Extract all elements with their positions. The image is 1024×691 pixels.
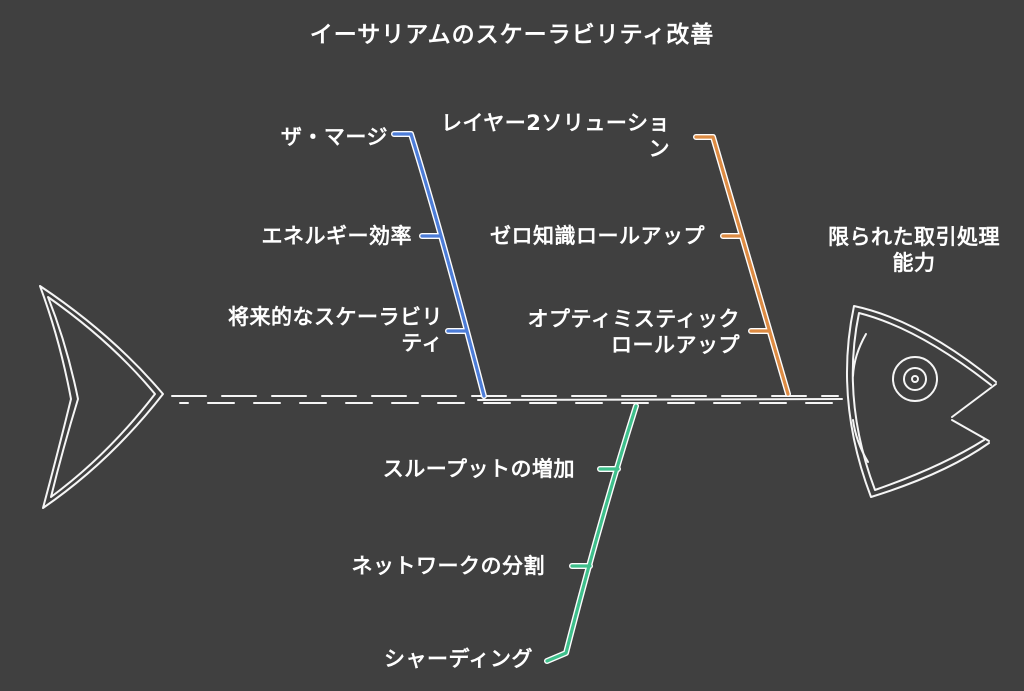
cause-label-energy-efficiency: エネルギー効率: [261, 224, 412, 248]
fish-eye-outer: [892, 356, 938, 402]
category-label-layer2: レイヤー2ソリューショ ン: [440, 110, 670, 162]
cause-label-zk-rollups: ゼロ知識ロールアップ: [490, 224, 705, 248]
problem-label-line1: 限られた取引処理: [828, 225, 1000, 249]
branch-layer2-line: [694, 135, 790, 396]
fish-mouth-upper-icon: [951, 383, 997, 418]
cause-label-network-partition: ネットワークの分割: [351, 554, 545, 578]
spine-line-3: [477, 398, 843, 401]
fish-mouth-lower-icon: [951, 419, 990, 442]
cause-label-future-scalability-line2: ティ: [401, 331, 443, 355]
cause-label-optimistic-rollups-line2: ロールアップ: [611, 333, 740, 357]
category-label-sharding: シャーディング: [383, 647, 533, 671]
fish-eye-mid: [903, 367, 927, 391]
branch-sharding-line: [545, 404, 638, 663]
fish-head-outline: [846, 305, 997, 498]
branch-merge: [391, 131, 487, 399]
category-label-layer2-line1: レイヤー2ソリューショ: [440, 111, 670, 135]
branch-merge-underlay: [391, 131, 487, 399]
fish-head-inner-outline: [851, 312, 992, 491]
fish-spine: [171, 395, 843, 404]
fish-tail-inner-outline: [47, 296, 156, 498]
category-label-merge: ザ・マージ: [280, 125, 388, 149]
fish-eye-dot: [911, 375, 919, 383]
fish-tail-outline: [39, 285, 164, 509]
cause-label-throughput-increase: スループットの増加: [382, 457, 575, 481]
branch-sharding: [544, 403, 639, 664]
branch-merge-line: [392, 132, 486, 398]
diagram-title: イーサリアムのスケーラビリティ改善: [309, 22, 715, 48]
cause-label-future-scalability: 将来的なスケーラビリ ティ: [196, 304, 443, 356]
problem-label-line2: 能力: [892, 251, 936, 275]
cause-label-future-scalability-line1: 将来的なスケーラビリ: [228, 305, 443, 329]
branch-layer2: [693, 134, 791, 397]
fish-gill-lower: [852, 419, 869, 463]
fish-gill-upper: [852, 333, 867, 377]
cause-label-optimistic-rollups: オプティミスティック ロールアップ: [500, 306, 740, 358]
fish-head: [846, 305, 997, 498]
category-label-layer2-line2: ン: [648, 137, 670, 161]
fish-tail: [39, 285, 164, 509]
cause-label-optimistic-rollups-line1: オプティミスティック: [527, 307, 740, 331]
problem-label: 限られた取引処理 能力: [810, 224, 1018, 276]
